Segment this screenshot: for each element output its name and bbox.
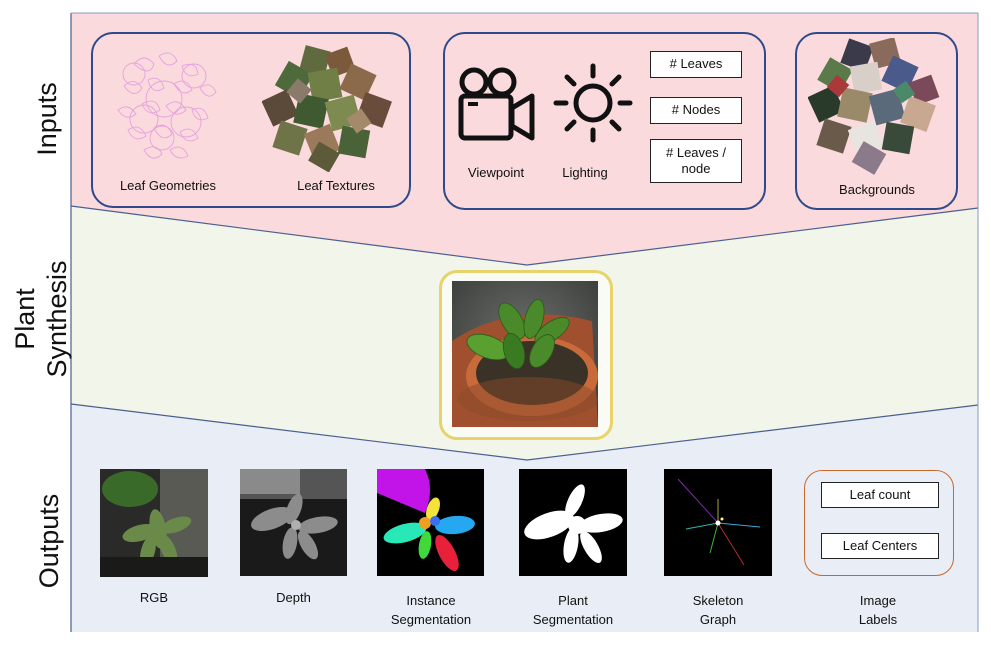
leaf-inputs-box [91, 32, 411, 208]
lighting-label: Lighting [562, 165, 608, 180]
image-labels-line-1: Image [859, 593, 897, 608]
leaves-per-node-box: # Leaves / node [650, 139, 742, 183]
instance-segmentation-image [377, 469, 484, 576]
scene-inputs-box [443, 32, 766, 210]
plant-seg-line-2: Segmentation [532, 612, 614, 627]
skeleton-graph-label: Skeleton Graph [658, 591, 778, 629]
num-nodes-box: # Nodes [650, 97, 742, 124]
leaves-per-node-line-2: node [681, 161, 711, 176]
rgb-output-image [100, 469, 208, 577]
image-labels-label: Image Labels [818, 591, 938, 629]
leaf-geometries-label: Leaf Geometries [119, 178, 217, 193]
camera-icon [458, 67, 535, 141]
rgb-label: RGB [139, 590, 169, 605]
leaf-count-box: Leaf count [821, 482, 939, 508]
instance-seg-line-1: Instance [406, 593, 456, 608]
instance-segmentation-label: Instance Segmentation [371, 591, 491, 629]
num-nodes-label: # Nodes [671, 102, 721, 118]
stage-label-outputs: Outputs [34, 493, 64, 589]
sun-icon [553, 63, 633, 143]
leaves-per-node-line-1: # Leaves / [666, 144, 726, 160]
leaf-centers-label: Leaf Centers [842, 537, 918, 553]
skeleton-graph-image [664, 469, 772, 576]
depth-output-image [240, 469, 347, 576]
num-leaves-label: # Leaves [669, 56, 723, 72]
depth-label: Depth [276, 590, 311, 605]
leaf-geometries-image [117, 52, 217, 159]
plant-segmentation-label: Plant Segmentation [513, 591, 633, 629]
plant-seg-line-1: Plant [558, 593, 588, 608]
synthesis-line-2: Synthesis [42, 260, 73, 378]
skeleton-line-1: Skeleton [692, 593, 744, 608]
synthesized-plant-render [452, 281, 598, 427]
viewpoint-label: Viewpoint [467, 165, 525, 180]
stage-label-synthesis: Plant Synthesis [9, 249, 75, 389]
synthesis-line-1: Plant [10, 288, 40, 350]
leaf-textures-label: Leaf Textures [297, 178, 375, 193]
image-labels-line-2: Labels [858, 612, 898, 627]
backgrounds-label: Backgrounds [839, 182, 915, 197]
stage-label-inputs: Inputs [32, 82, 62, 156]
inputs-divider [70, 205, 979, 266]
skeleton-line-2: Graph [699, 612, 737, 627]
backgrounds-box [795, 32, 958, 210]
outputs-divider [70, 403, 979, 461]
leaf-textures-image [262, 45, 392, 172]
plant-segmentation-image [519, 469, 627, 576]
image-labels-box [804, 470, 954, 576]
leaf-count-label: Leaf count [849, 486, 911, 502]
backgrounds-image [808, 38, 940, 175]
leaf-centers-box: Leaf Centers [821, 533, 939, 559]
instance-seg-line-2: Segmentation [390, 612, 472, 627]
num-leaves-box: # Leaves [650, 51, 742, 78]
